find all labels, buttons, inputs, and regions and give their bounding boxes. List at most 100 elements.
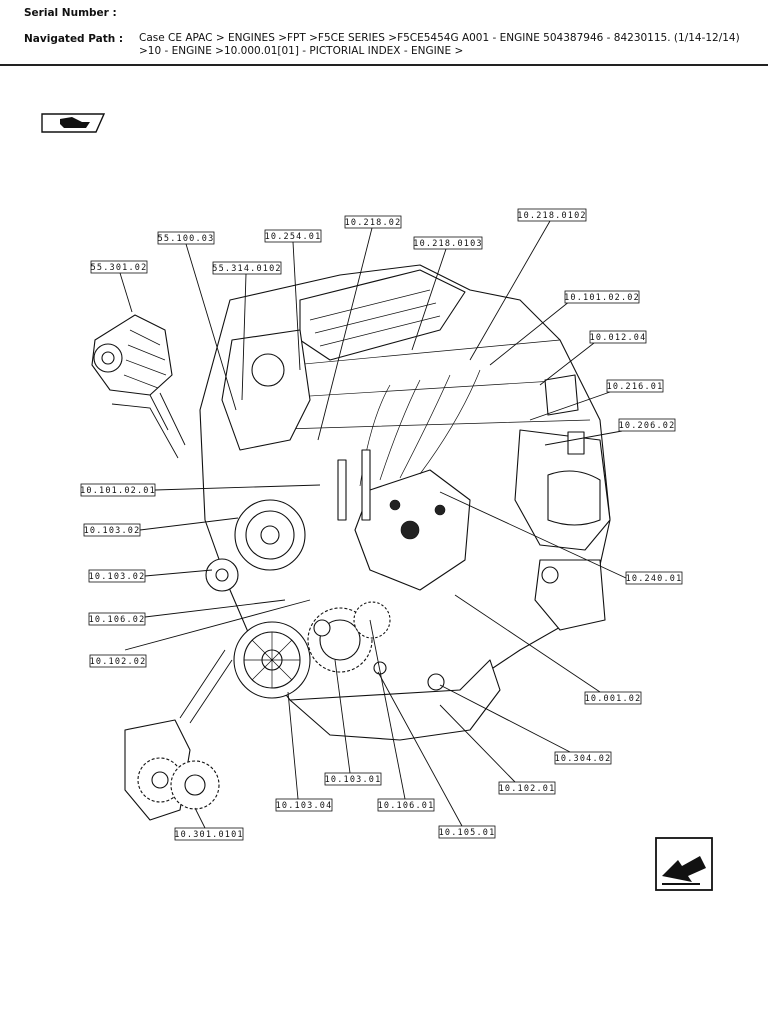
engine-pictorial-diagram: 10.218.02 10.218.0102 55.100.03 10.254.01 10… [41, 113, 713, 891]
callout-box [264, 229, 322, 243]
callout-box [564, 290, 640, 304]
callout-leader-line [489, 300, 571, 366]
callout-label: 55.301.02 [91, 263, 148, 273]
callout-box [212, 261, 282, 275]
callout-box [90, 260, 148, 274]
callout-leader-line [544, 430, 623, 446]
callout-box [89, 654, 147, 668]
callout[interactable]: 10.304.02 [439, 684, 612, 765]
callout-label: 10.103.02 [84, 526, 141, 536]
callout-leader-line [439, 704, 516, 783]
callout[interactable]: 10.240.01 [439, 491, 683, 585]
callout-leader-line [139, 517, 239, 531]
callout[interactable]: 10.101.02.02 [489, 290, 640, 366]
callout-label: 10.103.04 [276, 801, 333, 811]
callout-leader-line [185, 243, 237, 411]
callout-label: 10.304.02 [555, 754, 612, 764]
serial-number-label: Serial Number : [24, 7, 117, 19]
callout-label: 10.218.0102 [517, 211, 587, 221]
callout[interactable]: 10.254.01 [264, 229, 322, 371]
callout-label: 10.254.01 [265, 232, 322, 242]
callout[interactable]: 10.106.01 [369, 619, 435, 812]
next-page-arrow-icon[interactable] [655, 837, 713, 891]
callout-layer: 10.218.02 10.218.0102 55.100.03 10.254.01 10… [80, 208, 683, 841]
callout-box [83, 523, 141, 537]
callout-box [157, 231, 215, 245]
callout-leader-line [124, 599, 311, 651]
callout[interactable]: 10.206.02 [544, 418, 676, 446]
callout-leader-line [144, 569, 213, 577]
callout-leader-line [377, 671, 463, 827]
callout[interactable]: 10.106.02 [88, 599, 286, 626]
callout-leader-line [411, 248, 447, 351]
callout-label: 10.106.01 [378, 801, 435, 811]
callout-leader-line [439, 491, 627, 579]
callout[interactable]: 10.218.0102 [469, 208, 587, 361]
navigated-path-label: Navigated Path : [24, 33, 124, 45]
callout-label: 10.105.01 [439, 828, 496, 838]
callout[interactable]: 55.301.02 [90, 260, 148, 313]
callout-leader-line [369, 619, 406, 800]
callout[interactable]: 55.314.0102 [212, 261, 282, 401]
callout[interactable]: 10.101.02.01 [80, 483, 321, 497]
callout-leader-line [144, 599, 286, 618]
callout[interactable]: 10.103.02 [89, 569, 213, 583]
callout-leader-line [539, 342, 595, 386]
callout-label: 10.001.02 [585, 694, 642, 704]
callout-label: 10.240.01 [626, 574, 683, 584]
callout-leader-line [529, 391, 611, 421]
callout-label: 10.301.0101 [174, 830, 244, 840]
navigated-path[interactable]: Case CE APAC > ENGINES >FPT >F5CE SERIES… [139, 32, 740, 57]
callout-leader-line [439, 684, 571, 753]
callout-leader-line [241, 273, 247, 401]
callout-label: 10.218.0103 [413, 239, 483, 249]
alternator-illustration [91, 314, 173, 396]
callout-label: 10.101.02.02 [564, 293, 640, 303]
callout[interactable]: 10.103.04 [276, 691, 333, 812]
callout[interactable]: 55.100.03 [157, 231, 237, 411]
callout[interactable]: 10.218.0103 [411, 236, 483, 351]
callout-label: 10.012.04 [590, 333, 647, 343]
callout-label: 55.100.03 [158, 234, 215, 244]
callout-box [517, 208, 587, 222]
callout[interactable]: 10.218.02 [317, 215, 402, 441]
callout-box [554, 751, 612, 765]
callout[interactable]: 10.103.01 [324, 659, 382, 786]
callout-leader-line [292, 241, 301, 371]
callout-leader-line [154, 484, 321, 491]
header-divider [0, 64, 768, 66]
callout-label: 55.314.0102 [212, 264, 282, 274]
callout-label: 10.106.02 [89, 615, 146, 625]
callout[interactable]: 10.216.01 [529, 379, 664, 421]
callout-label: 10.102.02 [90, 657, 147, 667]
callout-leader-line [469, 220, 551, 361]
callout-box [80, 483, 156, 497]
callout-box [88, 612, 146, 626]
callout[interactable]: 10.012.04 [539, 330, 647, 386]
callout-label: 10.216.01 [607, 382, 664, 392]
callout-box [618, 418, 676, 432]
callout[interactable]: 10.102.02 [89, 599, 311, 668]
callout-box [498, 781, 556, 795]
book-pointer-icon[interactable] [41, 113, 106, 133]
callout-leader-line [334, 659, 351, 774]
callout-label: 10.206.02 [619, 421, 676, 431]
callout-box [589, 330, 647, 344]
callout[interactable]: 10.103.02 [83, 517, 239, 537]
callout-label: 10.103.02 [89, 572, 146, 582]
callout-box [438, 825, 496, 839]
callout-box [324, 772, 382, 786]
callout-label: 10.218.02 [345, 218, 402, 228]
oil-pump-illustration [124, 719, 220, 821]
engine-illustration [199, 264, 611, 741]
callout[interactable]: 10.301.0101 [174, 807, 244, 841]
callout[interactable]: 10.105.01 [377, 671, 496, 839]
callout-leader-line [287, 691, 299, 800]
callout[interactable]: 10.001.02 [454, 594, 642, 705]
callout-label: 10.101.02.01 [80, 486, 156, 496]
callout-box [377, 798, 435, 812]
callout-label: 10.102.01 [499, 784, 556, 794]
callout-leader-line [454, 594, 601, 693]
callout-label: 10.103.01 [325, 775, 382, 785]
callout[interactable]: 10.102.01 [439, 704, 556, 795]
